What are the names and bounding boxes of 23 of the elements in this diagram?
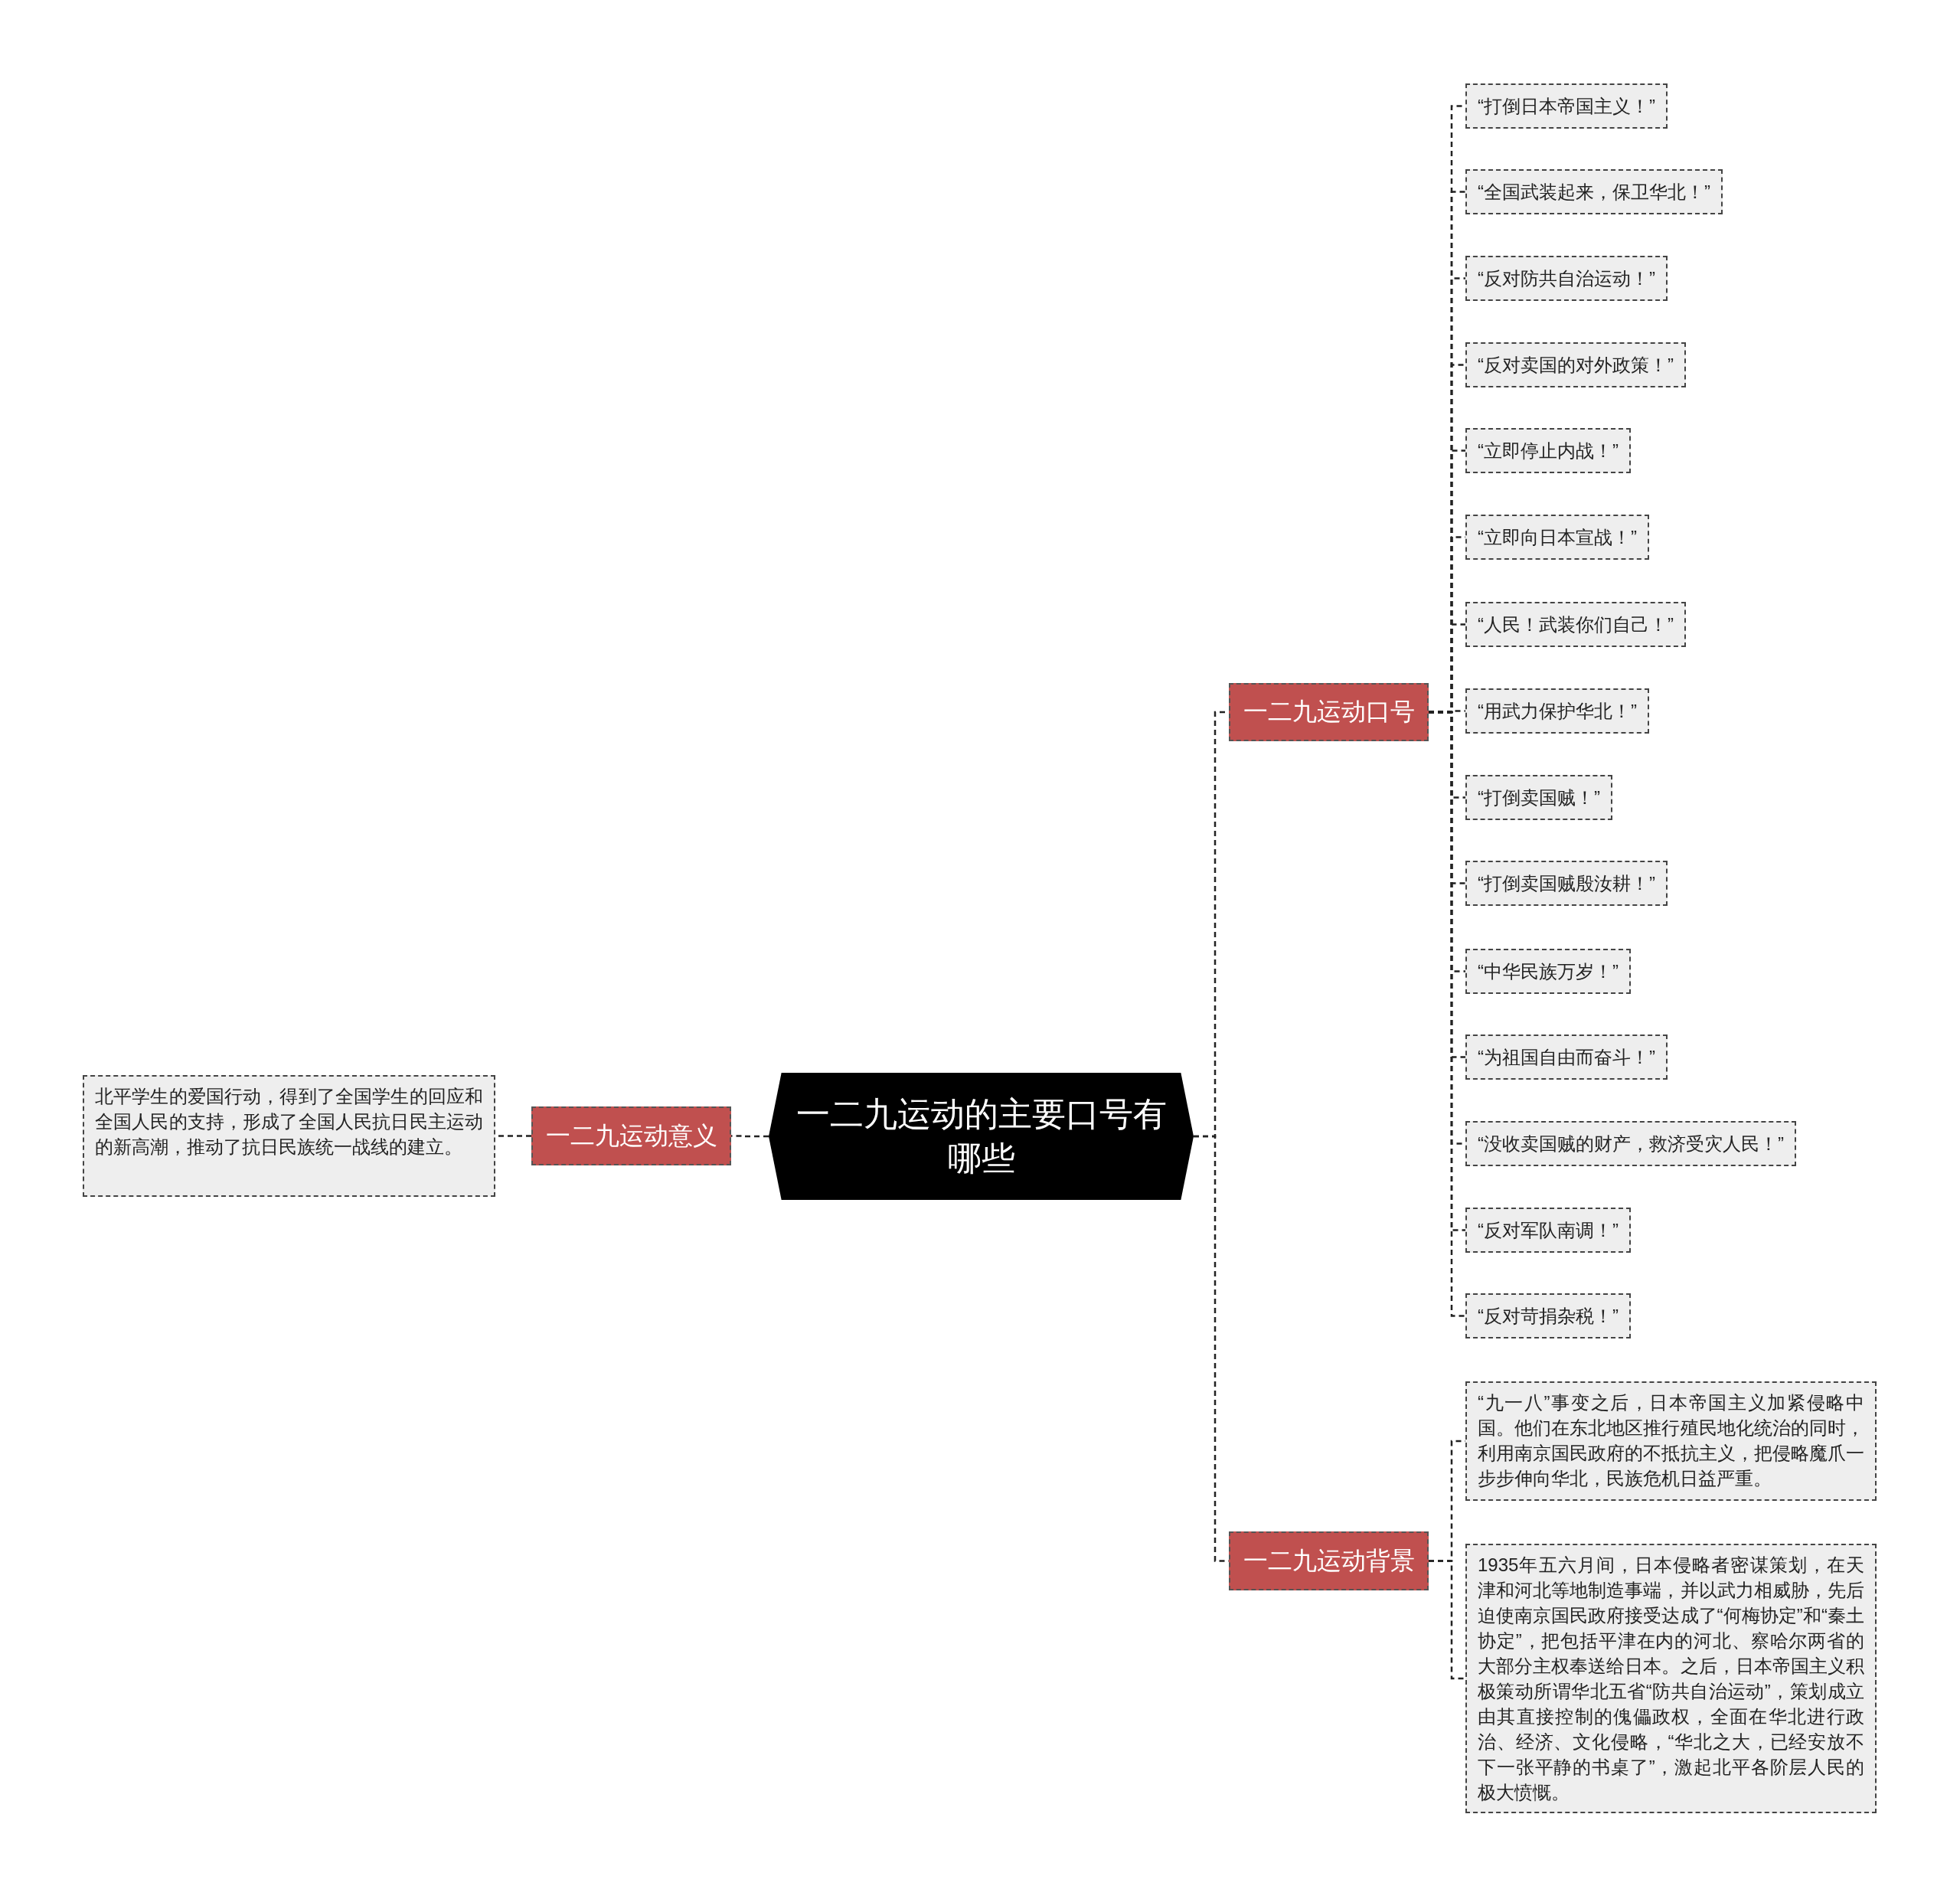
central-topic: 一二九运动的主要口号有哪些	[769, 1073, 1194, 1200]
slogan-box: “用武力保护华北！”	[1465, 688, 1649, 734]
slogan-box: “反对苛捐杂税！”	[1465, 1293, 1631, 1338]
slogan-box: “打倒卖国贼！”	[1465, 775, 1612, 820]
slogan-box: “打倒卖国贼殷汝耕！”	[1465, 861, 1668, 906]
slogan-box: “中华民族万岁！”	[1465, 949, 1631, 994]
topic-box: 一二九运动意义	[531, 1106, 731, 1165]
topic-box: 一二九运动背景	[1229, 1531, 1429, 1590]
slogan-box: “立即停止内战！”	[1465, 428, 1631, 473]
slogan-box: “立即向日本宣战！”	[1465, 515, 1649, 560]
text-box: “九一八”事变之后，日本帝国主义加紧侵略中国。他们在东北地区推行殖民地化统治的同时，利用南京国民政府的不抵抗主义，把侵略魔爪一步步伸向华北，民族危机日益严重。	[1465, 1381, 1877, 1501]
slogan-box: “反对军队南调！”	[1465, 1208, 1631, 1253]
slogan-box: “反对卖国的对外政策！”	[1465, 342, 1686, 387]
slogan-box: “人民！武装你们自己！”	[1465, 602, 1686, 647]
text-box: 北平学生的爱国行动，得到了全国学生的回应和全国人民的支持，形成了全国人民抗日民主运动的新高潮，推动了抗日民族统一战线的建立。	[83, 1075, 495, 1197]
topic-box: 一二九运动口号	[1229, 683, 1429, 741]
slogan-box: “打倒日本帝国主义！”	[1465, 83, 1668, 129]
text-box: 1935年五六月间，日本侵略者密谋策划，在天津和河北等地制造事端，并以武力相威胁，先后迫使南京国民政府接受达成了“何梅协定”和“秦土协定”，把包括平津在内的河北、察哈尔两省的大部分主权奉送给日本。之后，日本帝国主义积极策动所谓华北五省“防共自治运动”，策划成立由其直接控制的傀儡政权，全面在华北进行政治、经济、文化侵略，“华北之大，已经安放不下一张平静的书桌了”，激起北平各阶层人民的极大愤慨。	[1465, 1544, 1877, 1813]
slogan-box: “为祖国自由而奋斗！”	[1465, 1034, 1668, 1080]
slogan-box: “反对防共自治运动！”	[1465, 256, 1668, 301]
connector-line	[1429, 1560, 1465, 1680]
slogan-box: “全国武装起来，保卫华北！”	[1465, 169, 1723, 214]
slogan-box: “没收卖国贼的财产，救济受灾人民！”	[1465, 1121, 1796, 1166]
